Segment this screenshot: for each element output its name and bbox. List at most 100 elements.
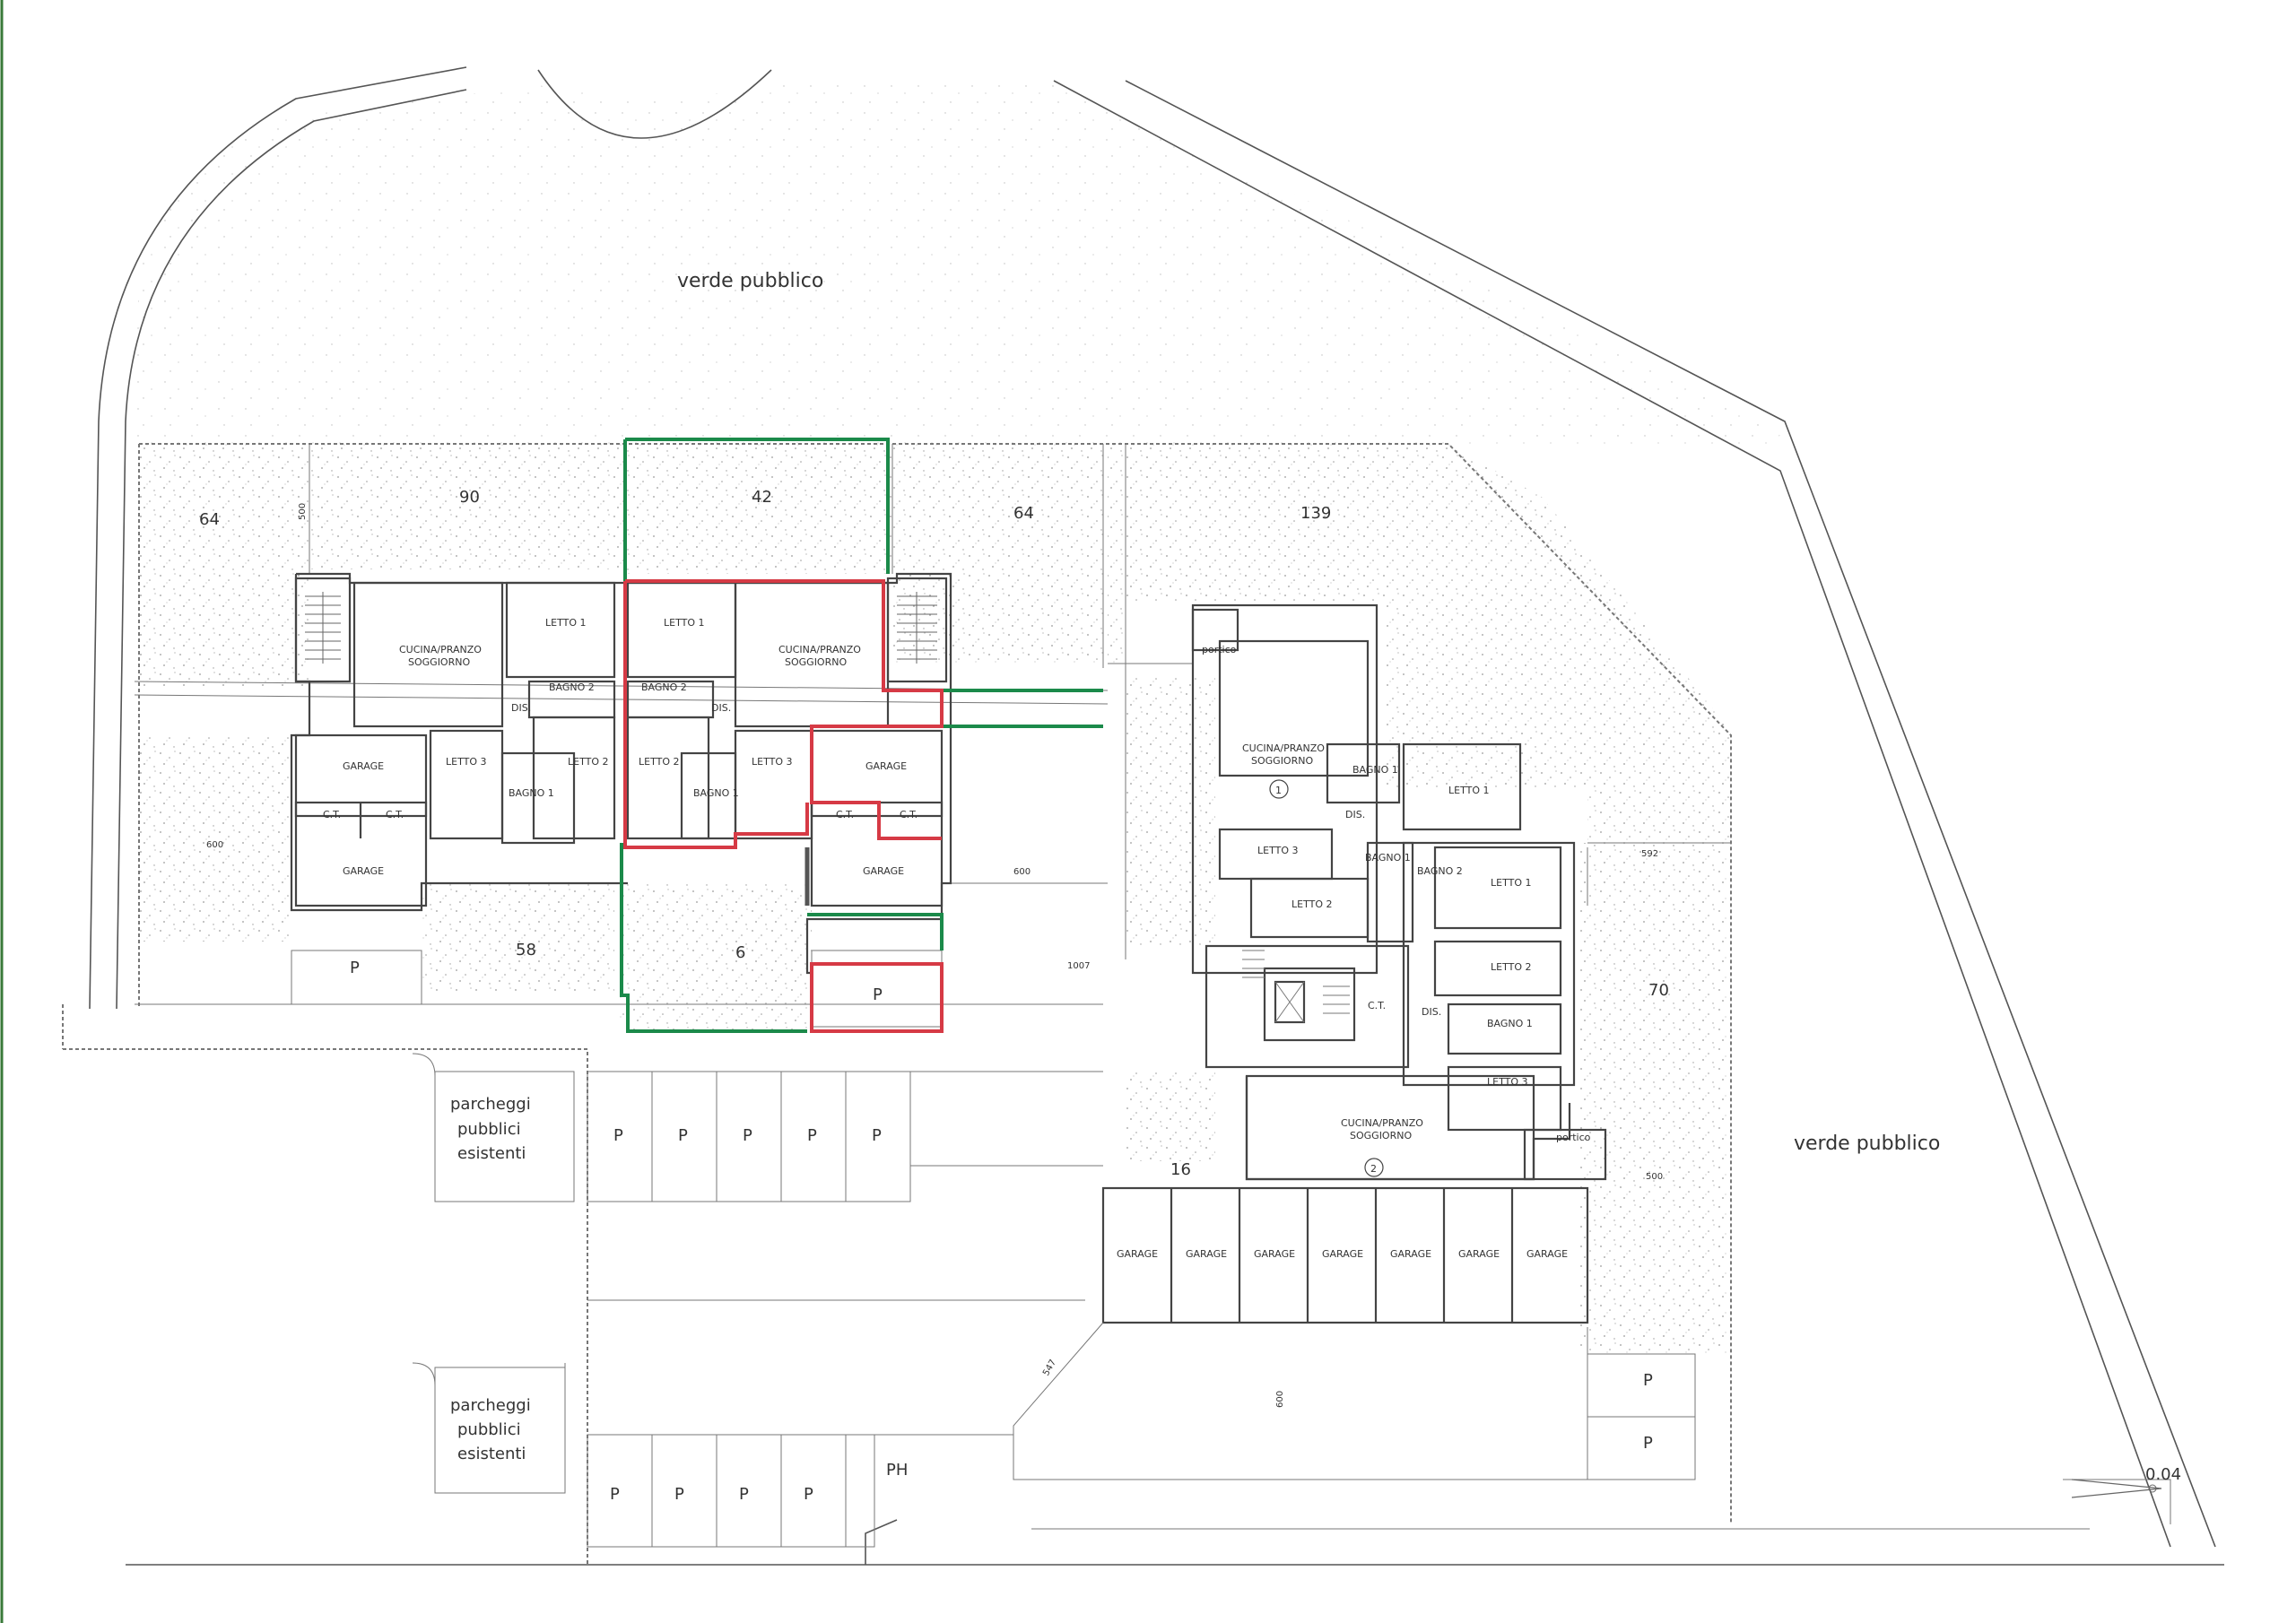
parking-mark: P xyxy=(807,1126,817,1145)
green-highlight xyxy=(620,438,1103,1033)
portico-label: portico xyxy=(1556,1132,1591,1143)
parking-mark: P xyxy=(1643,1434,1653,1453)
parking-mark: P xyxy=(873,985,883,1004)
dimension-label: 1007 xyxy=(1067,961,1090,971)
garage-label: GARAGE xyxy=(1186,1248,1227,1260)
dimension-label: 600 xyxy=(1275,1391,1285,1408)
room-label: LETTO 1 xyxy=(1491,877,1531,889)
room-label: DIS. xyxy=(1422,1006,1441,1018)
parking-mark: P xyxy=(739,1485,749,1504)
room-label: C.T. xyxy=(836,809,854,820)
room-label: BAGNO 1 xyxy=(1352,764,1398,776)
room-label: SOGGIORNO xyxy=(785,656,847,668)
parking-mark: P xyxy=(610,1485,620,1504)
area-mark: 58 xyxy=(516,941,536,959)
room-label: LETTO 2 xyxy=(1491,961,1531,973)
room-label: LETTO 2 xyxy=(1292,898,1332,910)
building-left xyxy=(290,572,952,975)
label-parcheggi-1-line2: pubblici xyxy=(457,1120,521,1139)
portico-label: portico xyxy=(1202,644,1237,655)
room-label: BAGNO 1 xyxy=(509,787,554,799)
room-label: C.T. xyxy=(1368,1000,1386,1011)
room-label: DIS. xyxy=(511,702,531,714)
label-parcheggi-1-line3: esistenti xyxy=(457,1144,526,1163)
room-label: LETTO 2 xyxy=(568,756,608,768)
room-label: LETTO 1 xyxy=(664,617,704,629)
parking-lots xyxy=(291,950,1696,1548)
dimension-label: 500 xyxy=(1646,1172,1663,1182)
area-mark: 6 xyxy=(735,943,745,962)
north-arrow-icon xyxy=(2071,1479,2162,1498)
room-label: SOGGIORNO xyxy=(1350,1130,1412,1141)
room-label: LETTO 1 xyxy=(545,617,586,629)
label-parcheggi-1-line1: parcheggi xyxy=(450,1095,531,1114)
area-mark: 16 xyxy=(1170,1160,1191,1179)
area-mark: 139 xyxy=(1300,504,1331,523)
room-label: CUCINA/PRANZO xyxy=(399,644,482,655)
dimension-label: 592 xyxy=(1641,849,1658,859)
room-label: BAGNO 2 xyxy=(549,681,595,693)
stair-left xyxy=(305,592,341,664)
parking-mark: P xyxy=(678,1126,688,1145)
garage-label: GARAGE xyxy=(1390,1248,1431,1260)
area-mark: 42 xyxy=(752,488,772,507)
area-mark: 64 xyxy=(1013,504,1034,523)
parking-mark: P xyxy=(743,1126,752,1145)
room-label: BAGNO 1 xyxy=(1365,852,1411,864)
room-label: CUCINA/PRANZO xyxy=(1242,742,1325,754)
room-label: SOGGIORNO xyxy=(408,656,470,668)
unit-number: 2 xyxy=(1370,1163,1377,1175)
parking-mark: P xyxy=(1643,1371,1653,1390)
private-green-areas xyxy=(139,444,1731,1354)
red-highlight xyxy=(623,579,944,1033)
garage-label: GARAGE xyxy=(1458,1248,1500,1260)
parking-mark: P xyxy=(872,1126,882,1145)
room-label: C.T. xyxy=(386,809,404,820)
area-mark: 64 xyxy=(199,510,220,529)
lot-lines xyxy=(134,444,1731,1005)
room-label: LETTO 3 xyxy=(752,756,792,768)
dimension-label: 600 xyxy=(206,840,223,850)
unit-number: 1 xyxy=(1275,785,1282,796)
label-parcheggi-2-line1: parcheggi xyxy=(450,1396,531,1415)
public-green-top xyxy=(135,76,1785,444)
room-label: LETTO 1 xyxy=(1448,785,1489,796)
lot-boundary xyxy=(62,443,1732,1565)
room-label: LETTO 3 xyxy=(1487,1076,1527,1088)
room-label: GARAGE xyxy=(343,865,384,877)
room-label: LETTO 3 xyxy=(446,756,486,768)
garage-label: GARAGE xyxy=(1322,1248,1363,1260)
room-label: BAGNO 1 xyxy=(1487,1018,1533,1029)
ph-mark: PH xyxy=(886,1461,908,1480)
garage-label: GARAGE xyxy=(1117,1248,1158,1260)
area-mark: 90 xyxy=(459,488,480,507)
dimension-label: 600 xyxy=(1013,867,1031,877)
label-parcheggi-2-line3: esistenti xyxy=(457,1445,526,1463)
room-label: LETTO 3 xyxy=(1257,845,1298,856)
label-verde-right: verde pubblico xyxy=(1794,1133,1940,1155)
room-label: GARAGE xyxy=(865,760,907,772)
room-label: BAGNO 2 xyxy=(641,681,687,693)
room-label: GARAGE xyxy=(343,760,384,772)
corner-value: 0.04 xyxy=(2145,1465,2181,1484)
dimension-label: 500 xyxy=(298,503,308,520)
garage-row xyxy=(1013,1186,1589,1480)
room-label: BAGNO 1 xyxy=(693,787,739,799)
room-label: C.T. xyxy=(323,809,341,820)
parking-mark: P xyxy=(350,959,360,977)
parking-mark: P xyxy=(613,1126,623,1145)
area-mark: 70 xyxy=(1648,981,1669,1000)
stair-right xyxy=(897,592,937,664)
room-label: CUCINA/PRANZO xyxy=(778,644,861,655)
parking-mark: P xyxy=(674,1485,684,1504)
building-right xyxy=(1191,603,1607,1181)
garage-label: GARAGE xyxy=(1254,1248,1295,1260)
room-label: CUCINA/PRANZO xyxy=(1341,1117,1423,1129)
room-label: LETTO 2 xyxy=(639,756,679,768)
label-verde-top: verde pubblico xyxy=(677,270,823,292)
room-label: C.T. xyxy=(900,809,918,820)
room-label: SOGGIORNO xyxy=(1251,755,1313,767)
room-label: GARAGE xyxy=(863,865,904,877)
room-label: DIS. xyxy=(711,702,731,714)
